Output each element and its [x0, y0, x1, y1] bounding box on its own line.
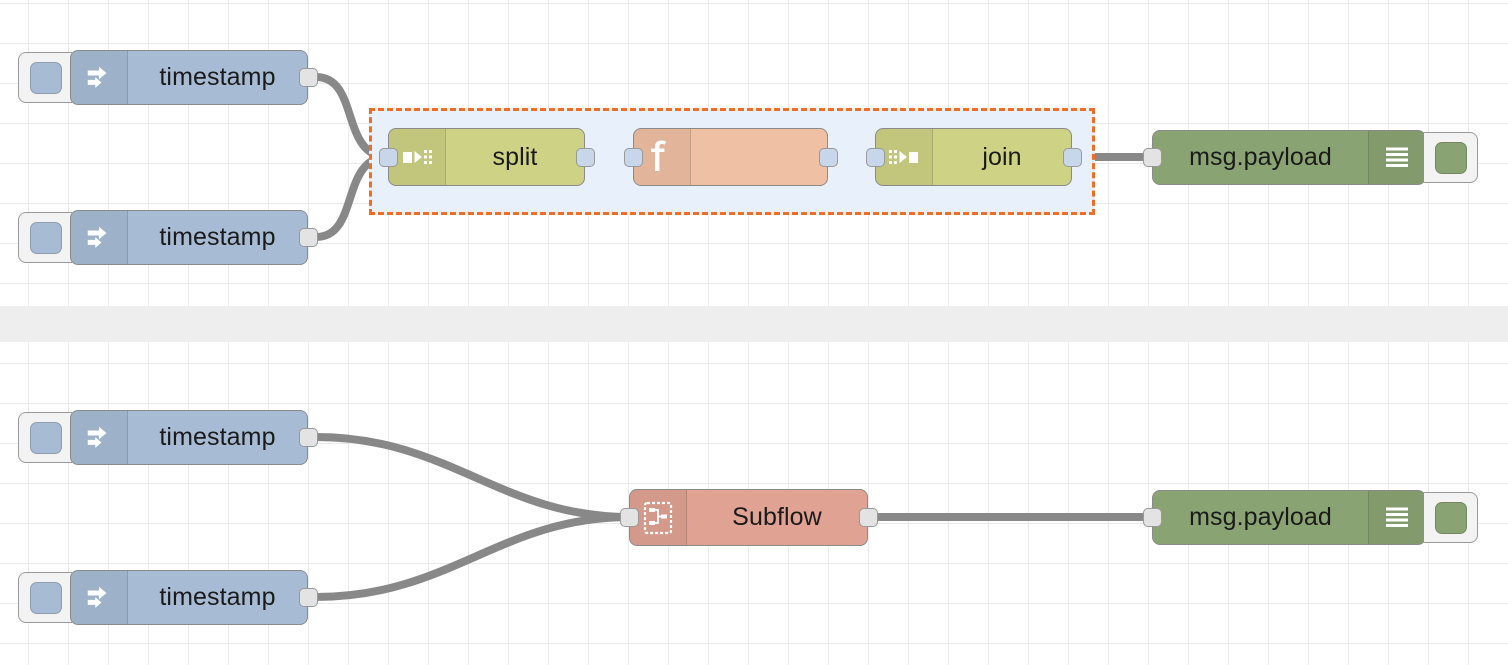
- inject-button-3[interactable]: [18, 412, 72, 463]
- node-label: timestamp: [159, 583, 276, 611]
- node-label: split: [492, 142, 538, 171]
- wire-inject4-subflow: [312, 513, 634, 601]
- debug-toggle-button-2[interactable]: [1424, 492, 1478, 543]
- node-inject-3[interactable]: timestamp: [70, 410, 308, 465]
- port-output-subflow[interactable]: [859, 508, 878, 527]
- port-input-function[interactable]: [624, 148, 643, 167]
- node-join[interactable]: join: [875, 128, 1072, 186]
- flow-separator-band: [0, 306, 1508, 342]
- inject-arrow-icon: [71, 411, 128, 464]
- node-inject-4[interactable]: timestamp: [70, 570, 308, 625]
- port-input-subflow[interactable]: [620, 508, 639, 527]
- node-inject-1[interactable]: timestamp: [70, 50, 308, 105]
- debug-bars-icon: [1368, 491, 1425, 544]
- node-label: join: [982, 142, 1022, 171]
- function-f-icon: [634, 129, 691, 185]
- node-label: [691, 129, 827, 185]
- port-output-inject-1[interactable]: [299, 68, 318, 87]
- node-label: msg.payload: [1189, 503, 1332, 531]
- port-input-split[interactable]: [379, 148, 398, 167]
- inject-button-2[interactable]: [18, 212, 72, 263]
- port-output-inject-3[interactable]: [299, 428, 318, 447]
- port-input-debug-1[interactable]: [1143, 148, 1162, 167]
- node-inject-2[interactable]: timestamp: [70, 210, 308, 265]
- inject-button-chip: [29, 61, 62, 94]
- debug-toggle-button-1[interactable]: [1424, 132, 1478, 183]
- port-input-debug-2[interactable]: [1143, 508, 1162, 527]
- node-label: timestamp: [159, 63, 276, 91]
- subflow-icon: [630, 490, 687, 545]
- node-label: msg.payload: [1189, 143, 1332, 171]
- join-icon: [876, 129, 933, 185]
- split-icon: [389, 129, 446, 185]
- inject-arrow-icon: [71, 571, 128, 624]
- inject-arrow-icon: [71, 51, 128, 104]
- node-label: timestamp: [159, 223, 276, 251]
- inject-arrow-icon: [71, 211, 128, 264]
- debug-button-chip: [1434, 501, 1467, 534]
- inject-button-chip: [29, 581, 62, 614]
- debug-bars-icon: [1368, 131, 1425, 184]
- node-split[interactable]: split: [388, 128, 585, 186]
- node-debug-1[interactable]: msg.payload: [1152, 130, 1426, 185]
- port-output-inject-4[interactable]: [299, 588, 318, 607]
- node-label: Subflow: [732, 503, 822, 531]
- inject-button-1[interactable]: [18, 52, 72, 103]
- port-output-join[interactable]: [1063, 148, 1082, 167]
- node-function[interactable]: [633, 128, 828, 186]
- port-output-function[interactable]: [819, 148, 838, 167]
- inject-button-4[interactable]: [18, 572, 72, 623]
- port-output-inject-2[interactable]: [299, 228, 318, 247]
- node-debug-2[interactable]: msg.payload: [1152, 490, 1426, 545]
- wire-inject3-subflow: [312, 433, 634, 521]
- port-input-join[interactable]: [866, 148, 885, 167]
- node-subflow[interactable]: Subflow: [629, 489, 868, 546]
- node-label: timestamp: [159, 423, 276, 451]
- inject-button-chip: [29, 221, 62, 254]
- port-output-split[interactable]: [576, 148, 595, 167]
- inject-button-chip: [29, 421, 62, 454]
- debug-button-chip: [1434, 141, 1467, 174]
